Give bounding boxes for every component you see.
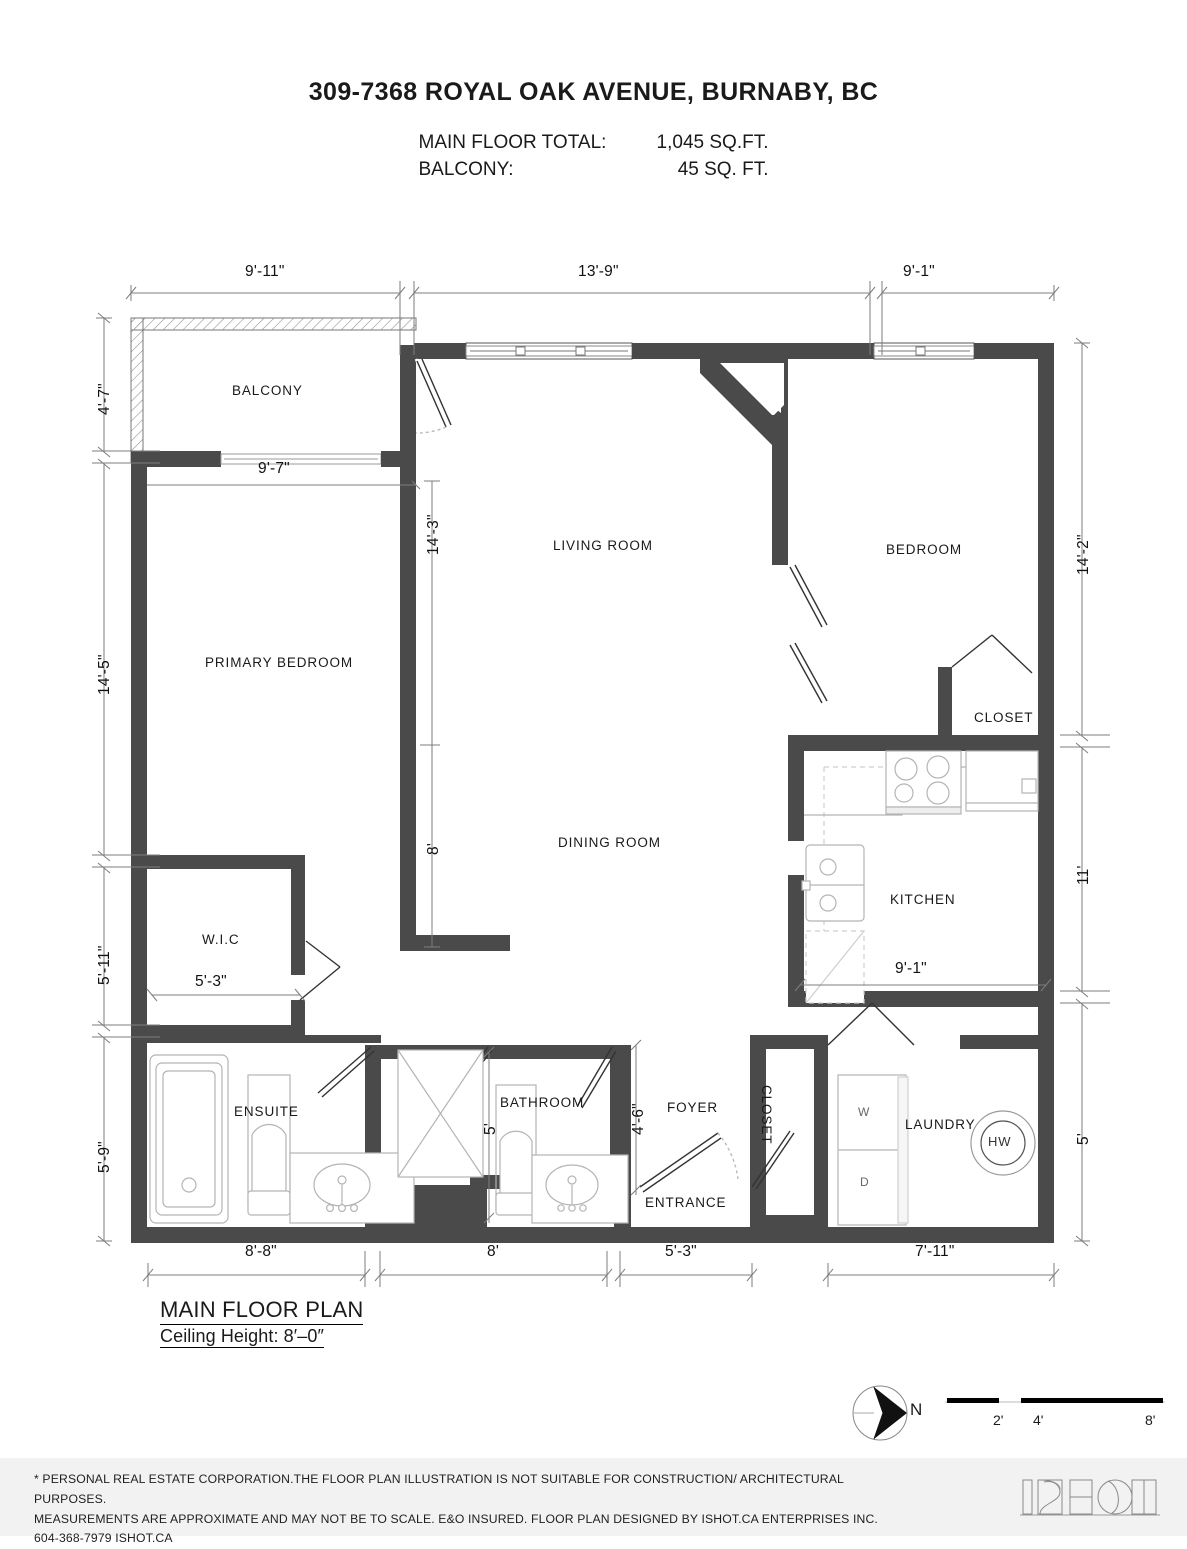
dim-right-1: 14'-2" [1075, 534, 1092, 575]
balcony-value: 45 SQ. FT. [677, 158, 769, 180]
dim-bottom-4: 7'-11" [915, 1243, 955, 1260]
footer-line-1: * PERSONAL REAL ESTATE CORPORATION.THE F… [34, 1472, 844, 1506]
dim-left-1: 4'-7" [96, 383, 113, 415]
dim-balcony-width: 9'-7" [258, 460, 290, 477]
room-label-balcony: BALCONY [232, 383, 303, 398]
ishot-logo [1020, 1478, 1160, 1520]
dim-left-3: 5'-11" [96, 945, 113, 985]
dim-bathroom-height: 5' [482, 1123, 499, 1135]
dim-bottom-3: 5'-3" [665, 1243, 697, 1260]
footer-line-2: MEASUREMENTS ARE APPROXIMATE AND MAY NOT… [34, 1511, 878, 1526]
scale-tick-4: 4' [1033, 1412, 1044, 1428]
room-label-bedroom: BEDROOM [886, 542, 963, 557]
scale-tick-8: 8' [1145, 1412, 1156, 1428]
main-floor-area-row: MAIN FLOOR TOTAL: 1,045 SQ.FT. [0, 130, 1187, 157]
main-floor-value: 1,045 SQ.FT. [656, 132, 769, 153]
balcony-label: BALCONY: [418, 158, 514, 180]
dim-left-2: 14'-5" [96, 654, 113, 695]
dim-right-2: 11' [1075, 865, 1092, 885]
dim-dining-height: 8' [425, 843, 442, 855]
room-label-hall-closet: CLOSET [759, 1085, 774, 1145]
dim-right-3: 5' [1075, 1133, 1092, 1145]
dim-bottom-1: 8'-8" [245, 1243, 277, 1260]
room-label-wic: W.I.C [202, 932, 240, 947]
room-label-entrance: ENTRANCE [645, 1195, 727, 1210]
room-label-laundry: LAUNDRY [905, 1117, 976, 1132]
room-label-foyer: FOYER [667, 1100, 719, 1115]
dim-living-height: 14'-3" [425, 514, 442, 555]
dim-wic-width: 5'-3" [195, 973, 227, 990]
room-label-bathroom: BATHROOM [500, 1095, 585, 1110]
area-summary: MAIN FLOOR TOTAL: 1,045 SQ.FT. BALCONY: … [0, 130, 1187, 184]
dim-top-1: 9'-11" [245, 263, 285, 280]
room-label-kitchen: KITCHEN [890, 892, 956, 907]
room-label-ensuite: ENSUITE [234, 1104, 299, 1119]
washer-label: W [858, 1105, 871, 1119]
room-label-living-room: LIVING ROOM [553, 538, 653, 553]
dim-bottom-2: 8' [487, 1243, 499, 1260]
footer-disclaimer: * PERSONAL REAL ESTATE CORPORATION.THE F… [34, 1470, 894, 1549]
footer-line-3: 604-368-7979 ISHOT.CA [34, 1531, 173, 1546]
room-label-bedroom-closet: CLOSET [974, 710, 1034, 725]
dim-foyer-width: 4'-6" [630, 1103, 647, 1135]
room-label-primary-bedroom: PRIMARY BEDROOM [205, 655, 354, 670]
room-label-dining-room: DINING ROOM [558, 835, 661, 850]
plan-caption: MAIN FLOOR PLAN Ceiling Height: 8′–0″ [160, 1297, 364, 1348]
compass-north-label: N [910, 1400, 923, 1419]
scale-tick-2: 2' [993, 1412, 1004, 1428]
balcony-area-row: BALCONY: 45 SQ. FT. [0, 157, 1187, 184]
dim-top-3: 9'-1" [903, 263, 935, 280]
scale-bar: 2' 4' 8' [945, 1392, 1165, 1428]
main-floor-label: MAIN FLOOR TOTAL: [418, 132, 607, 153]
hot-water-tank-label: HW [988, 1134, 1012, 1149]
ceiling-height: Ceiling Height: 8′–0″ [160, 1326, 324, 1348]
dim-top-2: 13'-9" [578, 263, 619, 280]
dim-left-4: 5'-9" [96, 1141, 113, 1173]
footer-band [0, 1458, 1187, 1536]
floor-plan-drawing: BALCONY PRIMARY BEDROOM W.I.C ENSUITE BA… [0, 255, 1187, 1315]
page-title: 309-7368 ROYAL OAK AVENUE, BURNABY, BC [308, 78, 879, 106]
compass-rose: N [852, 1382, 922, 1449]
dryer-label: D [860, 1175, 870, 1189]
dim-kitchen-width: 9'-1" [895, 960, 927, 977]
plan-name: MAIN FLOOR PLAN [160, 1297, 364, 1325]
